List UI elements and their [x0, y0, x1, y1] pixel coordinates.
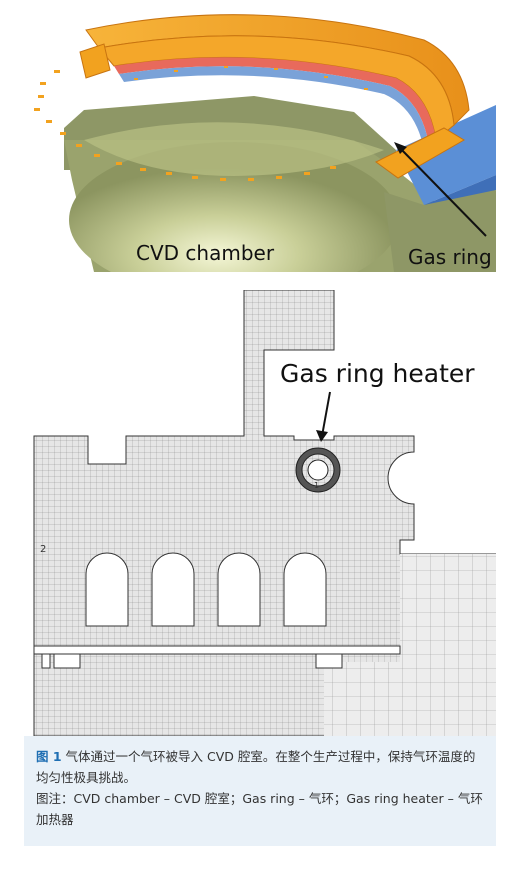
gas-ring-base [375, 127, 465, 179]
caption-text: 气体通过一个气环被导入 CVD 腔室。在整个生产过程中，保持气环温度的均匀性极具… [36, 749, 476, 785]
mesh-slot-right [315, 653, 343, 669]
heater-hole [307, 459, 329, 481]
heater-label-bg [272, 352, 490, 392]
figure-number: 图 1 [36, 749, 62, 764]
figure-caption: 图 1 气体通过一个气环被导入 CVD 腔室。在整个生产过程中，保持气环温度的均… [24, 736, 496, 846]
gas-nozzle-dots [34, 66, 368, 181]
mesh-window-4 [283, 552, 327, 627]
gas-ring-arrowhead [394, 142, 407, 154]
gas-ring-base-left [79, 43, 111, 79]
caption-note: 图注：CVD chamber – CVD 腔室；Gas ring – 气环；Ga… [36, 791, 483, 827]
mesh-window-1 [85, 552, 129, 627]
mesh-slot-left [53, 653, 81, 669]
mesh-notch-left [41, 653, 51, 669]
label-gas-ring-heater: Gas ring heater [280, 359, 475, 388]
mesh-body [33, 290, 496, 736]
mesh-id-2: 2 [40, 544, 46, 555]
gas-ring-inner-edge [119, 66, 429, 150]
mesh-window-3 [217, 552, 261, 627]
cvd-chamber-figure: CVD chamber Gas ring [24, 0, 496, 272]
heater-arrowhead [316, 430, 328, 442]
caption-main: 图 1 气体通过一个气环被导入 CVD 腔室。在整个生产过程中，保持气环温度的均… [36, 746, 484, 788]
right-base [384, 190, 496, 272]
mesh-figure: 2 1 Gas ring heater [24, 290, 496, 736]
mesh-coarse-region [324, 554, 496, 736]
gas-ring-arrow [397, 145, 487, 237]
mesh-id-1: 1 [314, 481, 319, 490]
blue-plate [396, 105, 496, 205]
heater-arrow [321, 391, 331, 437]
chamber-bowl-rim [84, 122, 384, 176]
label-gas-ring: Gas ring [408, 245, 492, 269]
mesh-window-2 [151, 552, 195, 627]
chamber-dome [69, 142, 399, 272]
mesh-channel [33, 645, 401, 655]
gas-ring-lining [114, 57, 436, 146]
label-cvd-chamber: CVD chamber [136, 241, 275, 265]
